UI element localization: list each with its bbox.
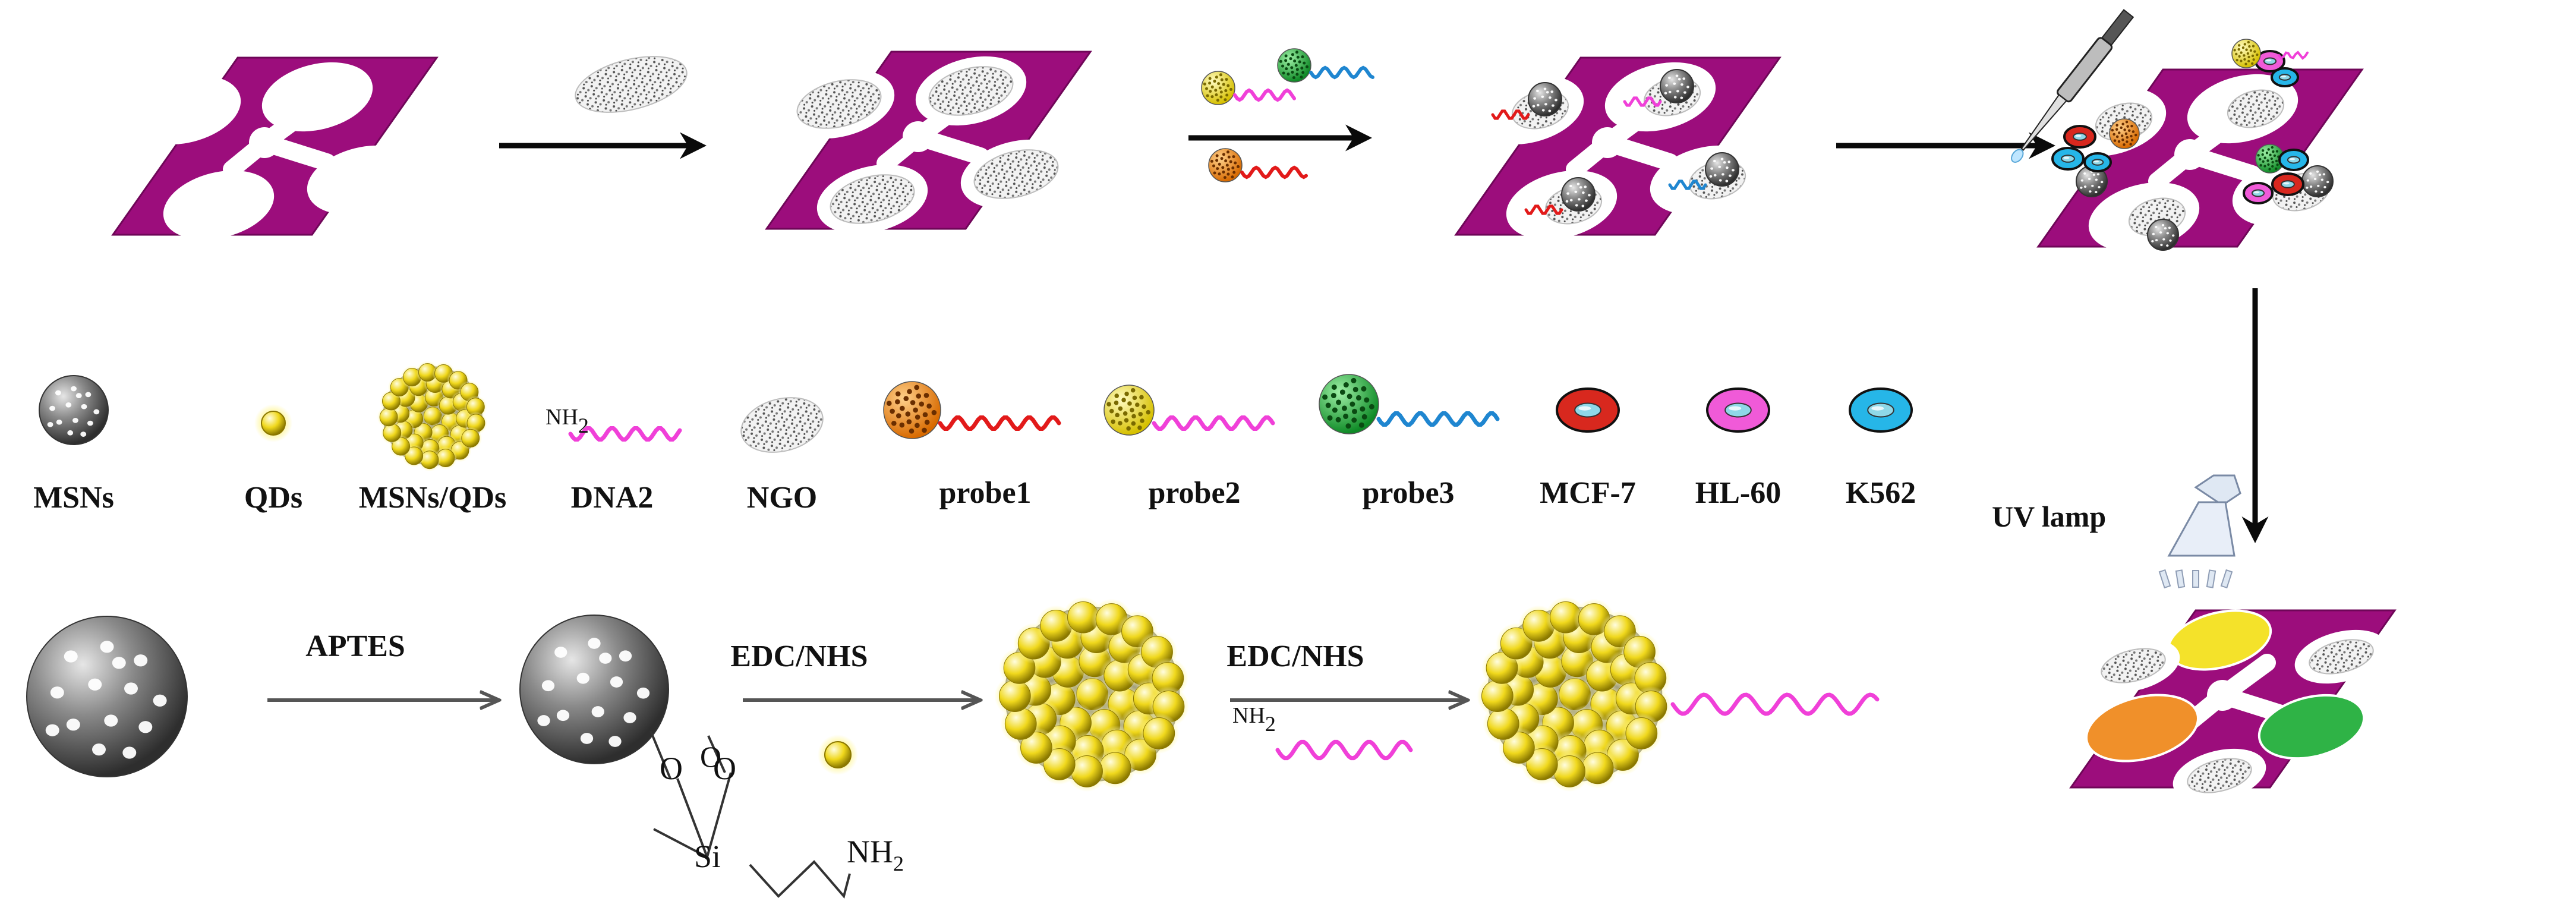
legend-label-hl60: HL-60: [1695, 476, 1782, 510]
legend-label-k562: K562: [1845, 476, 1916, 510]
probe-nanoparticle: [2076, 165, 2108, 197]
silane-oxygen-3: O: [700, 740, 721, 773]
legend-label-msns-qds: MSNs/QDs: [358, 481, 507, 515]
silane-silicon: Si: [694, 839, 721, 874]
diagram-content: O: [26, 9, 2397, 899]
cell-icon: [2271, 172, 2304, 196]
legend-label-msns: MSNs: [33, 481, 114, 515]
msns-qds-icon: [377, 361, 488, 472]
uv-lamp-label: UV lamp: [1992, 500, 2107, 533]
probe1-icon: [2109, 118, 2140, 149]
ngo-coating: [830, 174, 915, 224]
detection-zone: [307, 145, 418, 215]
droplet-icon: [2011, 149, 2024, 163]
probe-nanoparticle: [2147, 219, 2179, 251]
orange-signal-zone: [2085, 694, 2199, 763]
probe3-strand: [1376, 411, 1500, 427]
probe2-strand: [1233, 88, 1296, 102]
cell-icon: [2083, 152, 2112, 172]
msn-sphere-icon: [39, 375, 109, 445]
legend-label-probe1: probe1: [939, 476, 1032, 510]
probe-strand: [1668, 179, 1707, 190]
probe3-strand: [1309, 65, 1374, 80]
probe1-strand: [938, 415, 1061, 431]
silane-amine: NH2: [847, 834, 904, 875]
step-label-edc-nhs-1: EDC/NHS: [730, 639, 868, 673]
ngo-coating: [2187, 758, 2252, 793]
qd-dot-icon: [824, 741, 852, 768]
probe2-icon: [1201, 71, 1235, 105]
probe3-icon: [1319, 374, 1379, 434]
step-label-edc-nhs-2: EDC/NHS: [1226, 639, 1364, 673]
probe3-icon: [2255, 144, 2285, 174]
legend-label-qds: QDs: [244, 481, 303, 515]
k562-cell-icon: [1849, 387, 1913, 433]
probe2-strand: [1152, 415, 1275, 431]
probe1-icon: [1208, 148, 1243, 182]
probe2-icon: [1103, 385, 1155, 436]
pipette-icon: [2011, 9, 2134, 163]
qd-dot-icon: [261, 411, 286, 436]
chip-probes: [1454, 56, 1782, 240]
probe-nanoparticle: [1660, 69, 1694, 103]
probe1-icon: [883, 381, 941, 439]
propyl-chain: [749, 860, 851, 899]
msn-bare-icon: [26, 616, 188, 777]
ngo-sheet-icon: [575, 56, 688, 113]
probe-strand: [1623, 96, 1662, 107]
probe2-strand: [2278, 51, 2309, 60]
ngo-coating: [2309, 639, 2374, 675]
uv-lamp-icon: [2158, 474, 2241, 589]
mcf7-cell-icon: [1556, 387, 1620, 433]
detection-zone: [163, 170, 275, 240]
chip-empty: [111, 56, 439, 240]
conjugated-dna-strand: [1670, 692, 1880, 716]
legend-label-mcf7: MCF-7: [1540, 476, 1636, 510]
ngo-coating: [973, 149, 1059, 199]
probe-nanoparticle: [1528, 82, 1562, 116]
probe1-strand: [1240, 165, 1308, 179]
detection-zone: [130, 75, 241, 145]
legend-label-ngo: NGO: [746, 481, 818, 515]
legend-label-probe2: probe2: [1148, 476, 1241, 510]
silane-oxygen-1: O: [660, 751, 683, 786]
detection-zone: [261, 62, 373, 132]
step-label-aptes: APTES: [305, 629, 405, 663]
probe2-icon: [2231, 39, 2261, 68]
probe-nanoparticle: [1561, 177, 1596, 212]
silane-oxygen-2: O: [713, 751, 736, 786]
hl60-cell-icon: [1706, 387, 1770, 433]
dna2-strand: [1275, 739, 1413, 761]
green-signal-zone: [2257, 694, 2366, 760]
probe-strand: [1524, 204, 1563, 215]
ngo-coating: [796, 79, 882, 129]
msns-qds-dna-cluster-icon: [1477, 597, 1672, 792]
legend-label-probe3: probe3: [1362, 476, 1455, 510]
legend-dna2-amine: NH2: [546, 405, 589, 437]
silane-bonds: [649, 730, 732, 858]
ngo-coating: [928, 66, 1014, 116]
msn-aminated-icon: [519, 615, 669, 764]
cell-icon: [2063, 125, 2096, 149]
ngo-sheet-icon: [740, 397, 824, 453]
cell-icon: [2278, 149, 2309, 171]
chip-cells: [2036, 39, 2364, 252]
cell-icon: [2243, 182, 2274, 204]
probe3-icon: [1277, 48, 1311, 83]
msns-qds-cluster-icon: [994, 597, 1189, 792]
probe-nanoparticle: [2301, 165, 2334, 197]
cell-icon: [2271, 67, 2299, 87]
chip-readout: [2069, 609, 2397, 803]
ngo-coating: [2101, 648, 2166, 683]
ngo-coating: [2227, 89, 2285, 128]
probe-nanoparticle: [1705, 152, 1739, 187]
cell-icon: [2051, 147, 2085, 171]
chip-ngo: [765, 51, 1092, 234]
probe-strand: [1491, 109, 1530, 120]
step-amine-group: NH2: [1232, 703, 1276, 736]
legend-label-dna2: DNA2: [570, 481, 654, 515]
dna2-strand: [568, 426, 682, 442]
